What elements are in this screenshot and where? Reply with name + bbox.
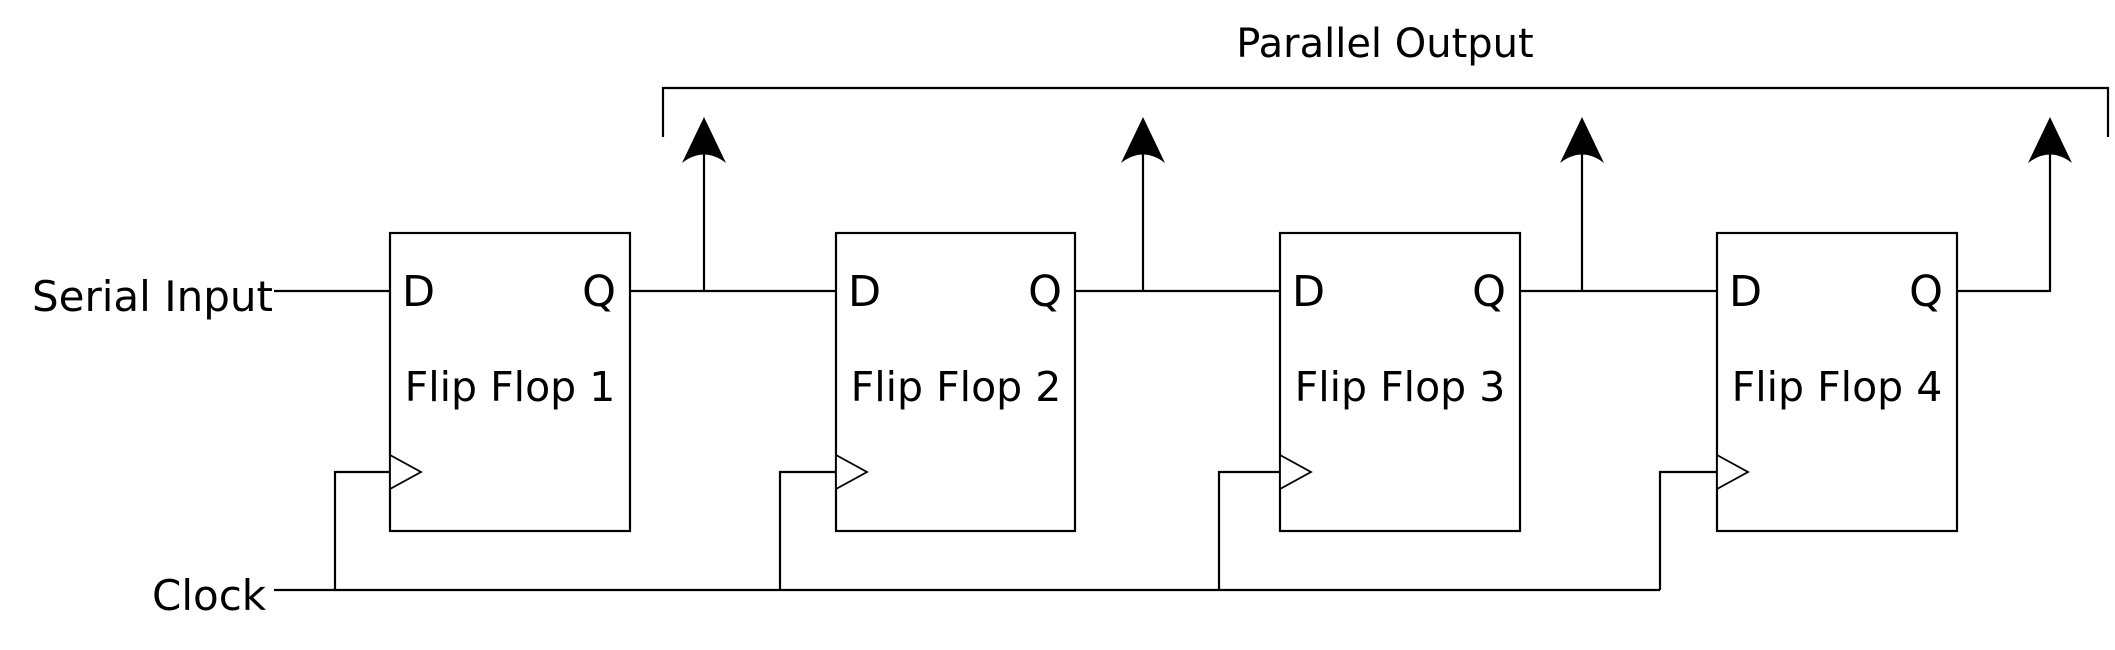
output-arrow-4-icon (2028, 117, 2072, 163)
flip-flop-name: Flip Flop 4 (1732, 363, 1943, 411)
parallel-output-label: Parallel Output (1236, 21, 1533, 67)
flip-flop-name: Flip Flop 3 (1295, 363, 1506, 411)
flip-flop-4: D Q Flip Flop 4 (1715, 231, 1959, 533)
clock-branch-2-wire (778, 470, 836, 590)
serial-input-label: Serial Input (32, 272, 273, 321)
flip-flop-box (1715, 231, 1959, 533)
q4-output-wire (1957, 150, 2052, 293)
flip-flop-2: D Q Flip Flop 2 (834, 231, 1077, 533)
clock-branch-4-wire (1658, 470, 1717, 590)
output-arrow-1-icon (682, 117, 726, 163)
q-pin-label: Q (582, 267, 616, 317)
d-pin-label: D (402, 267, 435, 317)
output-arrow-2-icon (1121, 117, 1165, 163)
output-arrow-3-icon (1560, 117, 1604, 163)
flip-flop-3: D Q Flip Flop 3 (1278, 231, 1522, 533)
q-pin-label: Q (1472, 267, 1506, 317)
flip-flop-box (834, 231, 1077, 533)
clock-label: Clock (152, 571, 267, 620)
q-pin-label: Q (1028, 267, 1062, 317)
d-pin-label: D (1729, 267, 1762, 317)
clock-branch-3-wire (1217, 470, 1280, 590)
clock-branch-1-wire (333, 470, 390, 590)
parallel-output-bracket (661, 86, 2110, 137)
flip-flop-1: D Q Flip Flop 1 (388, 231, 632, 533)
d-pin-label: D (1292, 267, 1325, 317)
flip-flop-name: Flip Flop 1 (405, 363, 616, 411)
q-pin-label: Q (1909, 267, 1943, 317)
flip-flop-name: Flip Flop 2 (851, 363, 1062, 411)
flip-flop-box (1278, 231, 1522, 533)
d-pin-label: D (848, 267, 881, 317)
flip-flop-box (388, 231, 632, 533)
